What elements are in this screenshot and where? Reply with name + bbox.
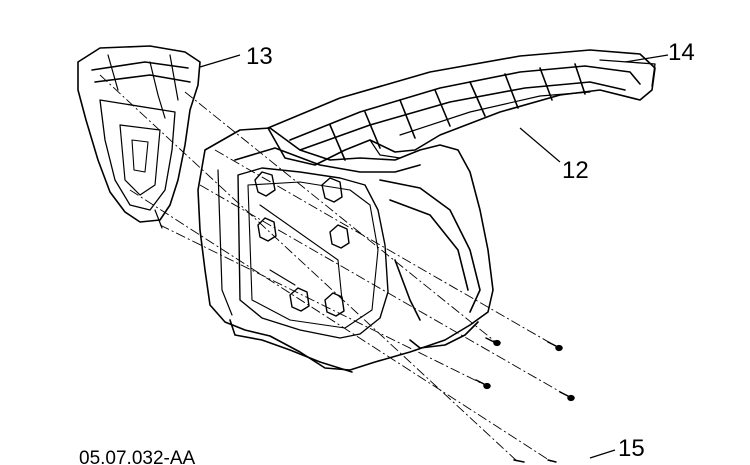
callout-13: 13 (246, 43, 273, 70)
callout-14: 14 (668, 39, 695, 66)
left-bracket-assembly (77, 45, 201, 229)
fastener-screws (475, 337, 575, 463)
main-fairing-housing (197, 127, 494, 373)
callout-leaders (199, 54, 669, 459)
callout-12: 12 (562, 157, 589, 184)
alignment-lines (99, 74, 572, 463)
callout-15: 15 (618, 435, 645, 462)
upper-grille-panel (267, 49, 656, 166)
mounting-clips (254, 171, 350, 317)
figure-reference-code: 05.07.032-AA (79, 448, 196, 465)
